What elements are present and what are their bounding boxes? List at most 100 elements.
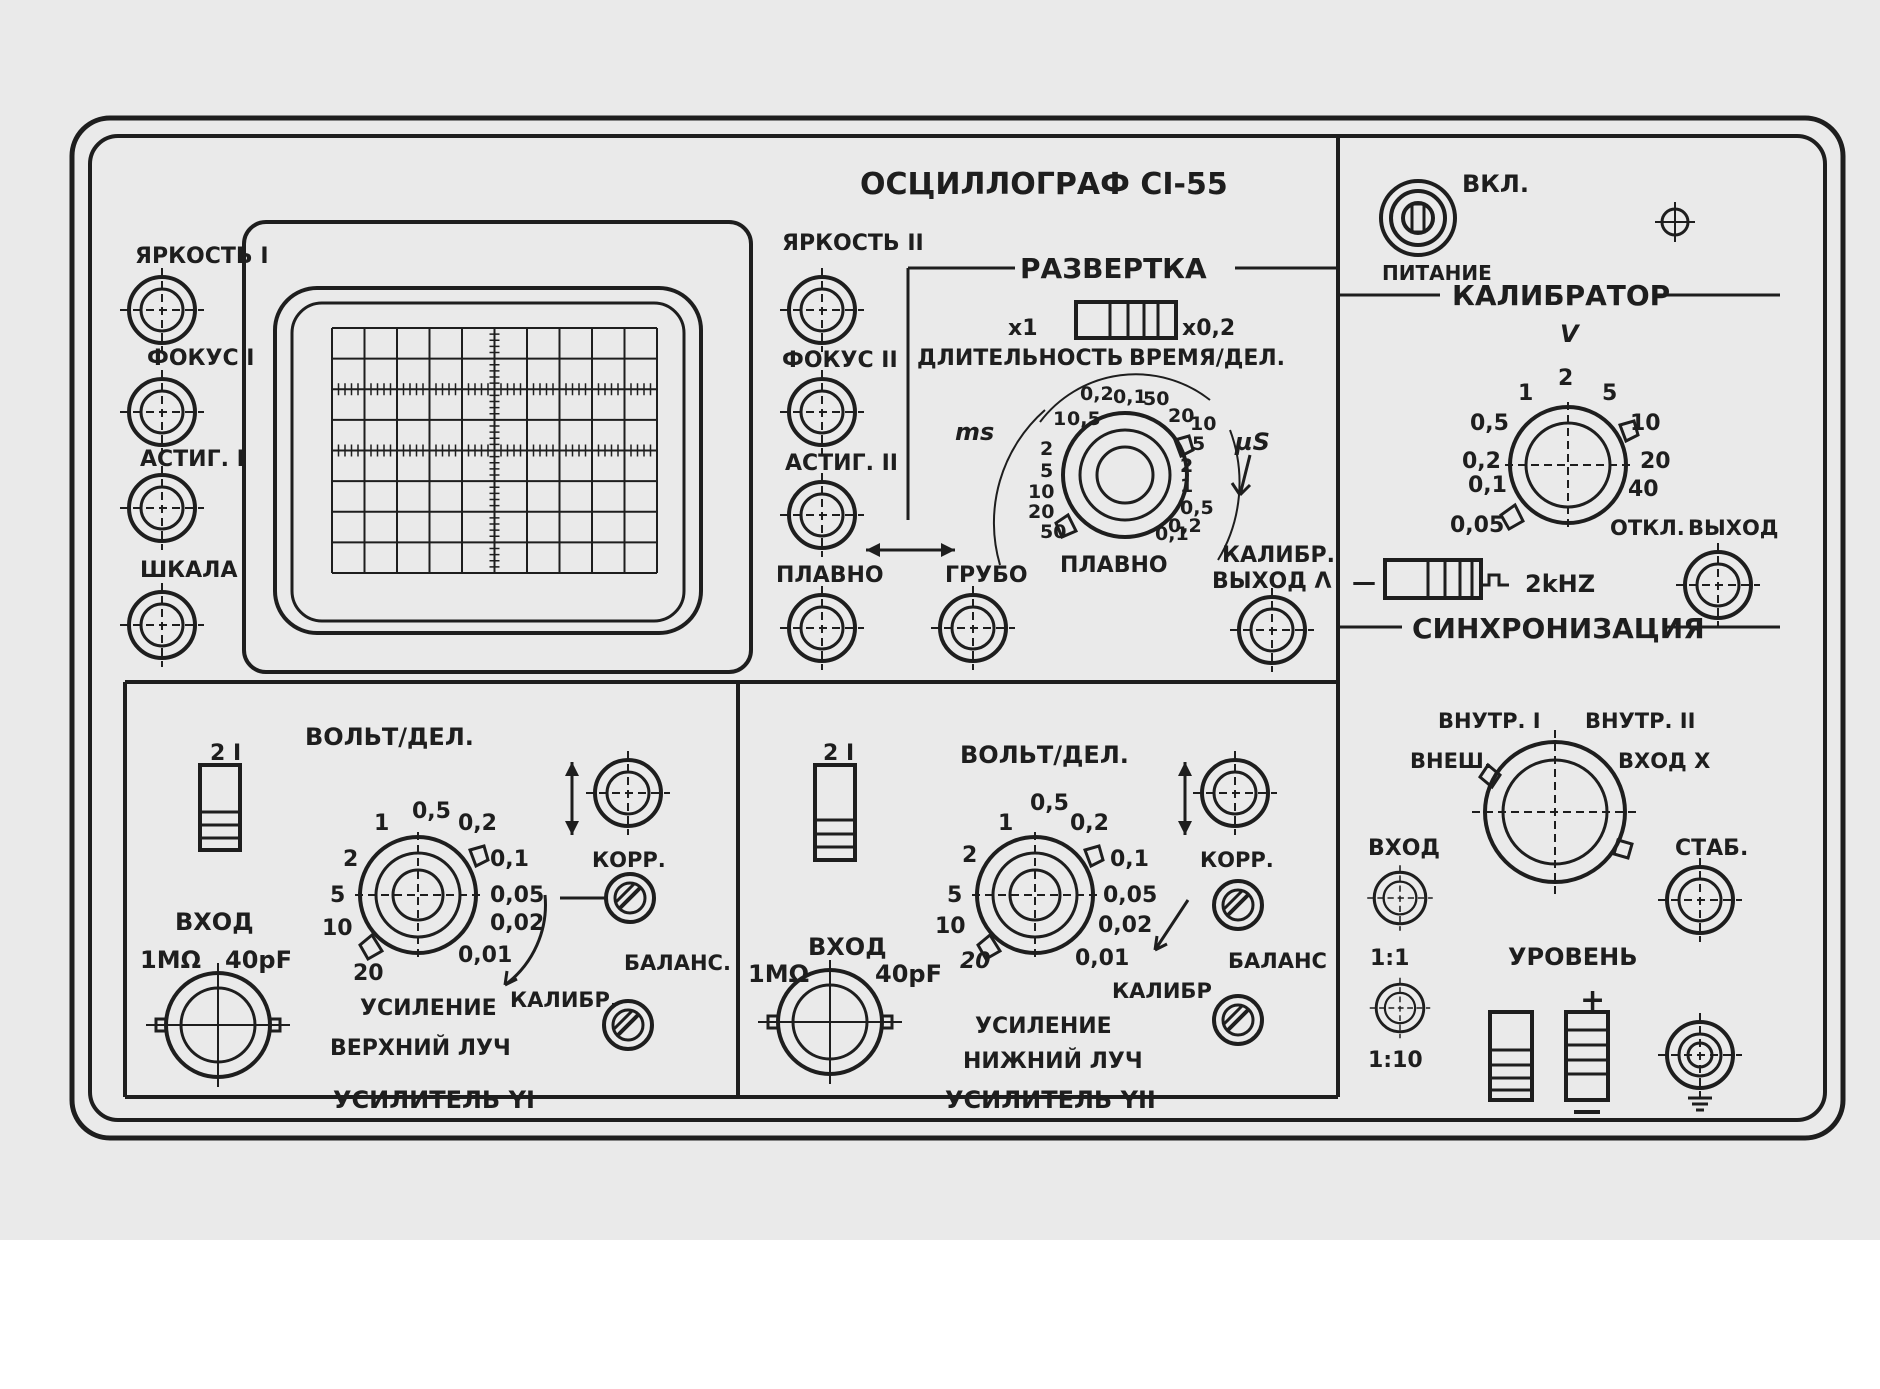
amp1-direction-arrow — [503, 894, 547, 987]
sync-level-switch-left[interactable] — [1488, 1010, 1534, 1102]
label-coarse: ГРУБО — [945, 563, 1028, 588]
amp1-knob-pointer-2 — [468, 844, 490, 869]
amp2-scale-10: 0,01 — [1075, 946, 1129, 971]
amp1-scale-5: 5 — [330, 883, 345, 908]
calib-scale-7: 0,1 — [1468, 473, 1507, 498]
sweep-title: РАЗВЕРТКА — [1020, 252, 1207, 285]
calib-scale-0: 1 — [1518, 381, 1533, 406]
time-ms-scale-0: 0,2 — [1080, 383, 1114, 405]
time-ms-scale-5: 5 — [1040, 460, 1053, 482]
time-us-scale-5: 1 — [1180, 475, 1193, 497]
time-us-scale-2: 10 — [1190, 413, 1216, 435]
time-us-scale-6: 0,5 — [1180, 497, 1214, 519]
amp2-capacitance: 40pF — [875, 960, 942, 988]
crt-graticule — [331, 327, 658, 574]
amp1-input-switch[interactable] — [198, 763, 242, 852]
sync-int2: ВНУТР. II — [1585, 709, 1695, 733]
sync-input-label: ВХОД — [1368, 836, 1440, 861]
amp2-scale-7: 10 — [935, 914, 966, 939]
sweep-time-div-label: ВРЕМЯ/ДЕЛ. — [1129, 346, 1285, 371]
calib-scale-1: 2 — [1558, 366, 1573, 391]
calib-scale-3: 0,5 — [1470, 411, 1509, 436]
amp1-scale-1: 1 — [374, 811, 389, 836]
amp1-beam-label: ВЕРХНИЙ ЛУЧ — [330, 1035, 511, 1061]
bottom-margin — [0, 1240, 1880, 1389]
amp1-gain-label: УСИЛЕНИЕ — [360, 996, 497, 1021]
amp1-scale-2: 0,2 — [458, 811, 497, 836]
amp2-scale-8: 0,02 — [1098, 913, 1152, 938]
amp2-scale-3: 2 — [962, 843, 977, 868]
sync-level-switch-right[interactable] — [1564, 1010, 1610, 1102]
amp2-corr-label: КОРР. — [1200, 848, 1274, 872]
time-ms-scale-7: 20 — [1028, 501, 1054, 523]
crt-bezel — [242, 220, 753, 674]
time-div-fine-label: ПЛАВНО — [1060, 553, 1168, 578]
time-ms-scale-1: 0,1 — [1113, 386, 1147, 408]
calib-out-label-1: КАЛИБР. — [1222, 543, 1335, 568]
power-switch[interactable] — [1379, 179, 1457, 257]
sweep-switch-ribs — [1108, 302, 1160, 338]
amp2-direction-arrow — [1153, 899, 1190, 952]
time-us-scale-7: 0,2 — [1168, 515, 1202, 537]
sweep-multiplier-switch[interactable] — [1074, 300, 1178, 340]
amp2-input-switch[interactable] — [813, 763, 857, 862]
label-fine: ПЛАВНО — [776, 563, 884, 588]
label-scale: ШКАЛА — [140, 558, 238, 583]
amp1-scale-3: 2 — [343, 847, 358, 872]
sync-title: СИНХРОНИЗАЦИЯ — [1412, 612, 1705, 645]
time-us-scale-8: 0,1 — [1155, 523, 1189, 545]
calibrator-minus: — — [1352, 568, 1376, 596]
amp2-gain-knob[interactable] — [1008, 868, 1062, 922]
sync-ratio-1: 1:1 — [1370, 946, 1409, 971]
amp1-switch-ribs — [200, 810, 240, 840]
calibrator-knob-pointer — [1499, 502, 1525, 532]
time-div-us-scale: 50 20 10 5 2 1 0,5 0,2 0,1 — [1143, 388, 1216, 545]
calibrator-off-label: ОТКЛ. — [1610, 516, 1685, 540]
calibrator-mode-switch[interactable] — [1383, 558, 1483, 600]
amp1-gain-knob[interactable] — [391, 868, 445, 922]
calibrator-knob-pointer-2 — [1618, 419, 1640, 444]
amp1-corr-label: КОРР. — [592, 848, 666, 872]
amp1-scale-6: 0,05 — [490, 883, 544, 908]
power-switch-toggle — [1410, 202, 1426, 234]
amp2-scale-4: 0,1 — [1110, 847, 1149, 872]
sweep-us-label: µS — [1234, 428, 1270, 456]
time-ms-scale-2: 0,5 — [1067, 408, 1101, 430]
amp1-impedance: 1MΩ — [140, 946, 201, 974]
amp1-scale-10: 0,01 — [458, 943, 512, 968]
amp2-switch-label: 2 I — [823, 741, 854, 766]
amp1-switch-label: 2 I — [210, 741, 241, 766]
crt-mask-outer — [273, 286, 703, 635]
amp2-switch-ribs — [815, 818, 855, 849]
amp2-title: УСИЛИТЕЛЬ YII — [945, 1086, 1156, 1114]
amp2-gain-label: УСИЛЕНИЕ — [975, 1014, 1112, 1039]
power-label: ПИТАНИЕ — [1382, 261, 1492, 285]
time-ms-scale-4: 2 — [1040, 438, 1053, 460]
time-ms-scale-6: 10 — [1028, 481, 1054, 503]
amp1-title: УСИЛИТЕЛЬ YI — [333, 1086, 535, 1114]
sync-int1: ВНУТР. I — [1438, 709, 1541, 733]
time-div-knob[interactable] — [1061, 411, 1189, 539]
sweep-ms-label: ms — [955, 418, 994, 446]
amp2-scale-2: 0,2 — [1070, 811, 1109, 836]
amp1-calib-label: КАЛИБР. — [510, 988, 618, 1012]
sync-level-label: УРОВЕНЬ — [1508, 943, 1638, 971]
time-div-fine-knob[interactable] — [1095, 445, 1155, 505]
amp2-input-label: ВХОД — [808, 933, 887, 961]
label-focus-2: ФОКУС II — [782, 348, 898, 373]
amp1-section: ВОЛЬТ/ДЕЛ. 2 I 0,5 1 0,2 2 0,1 5 0,05 10… — [140, 723, 731, 1114]
amp2-scale-1: 1 — [998, 811, 1013, 836]
time-div-ms-scale: 0,2 0,1 0,5 1 2 5 10 20 50 — [1028, 383, 1147, 543]
amp1-scale-9: 20 — [353, 961, 384, 986]
sync-ratio-10: 1:10 — [1368, 1048, 1423, 1073]
amp1-scale-4: 0,1 — [490, 847, 529, 872]
inner-frame — [88, 134, 1827, 1122]
time-ms-scale-3: 1 — [1053, 408, 1066, 430]
calib-scale-8: 40 — [1628, 477, 1659, 502]
sync-knob-pointer-left — [1478, 762, 1502, 790]
amp2-knob-pointer — [976, 932, 1003, 962]
sweep-scale-arc-right — [1217, 429, 1241, 561]
calibrator-title: КАЛИБРАТОР — [1452, 279, 1670, 312]
ground-symbol — [1688, 1096, 1712, 1112]
